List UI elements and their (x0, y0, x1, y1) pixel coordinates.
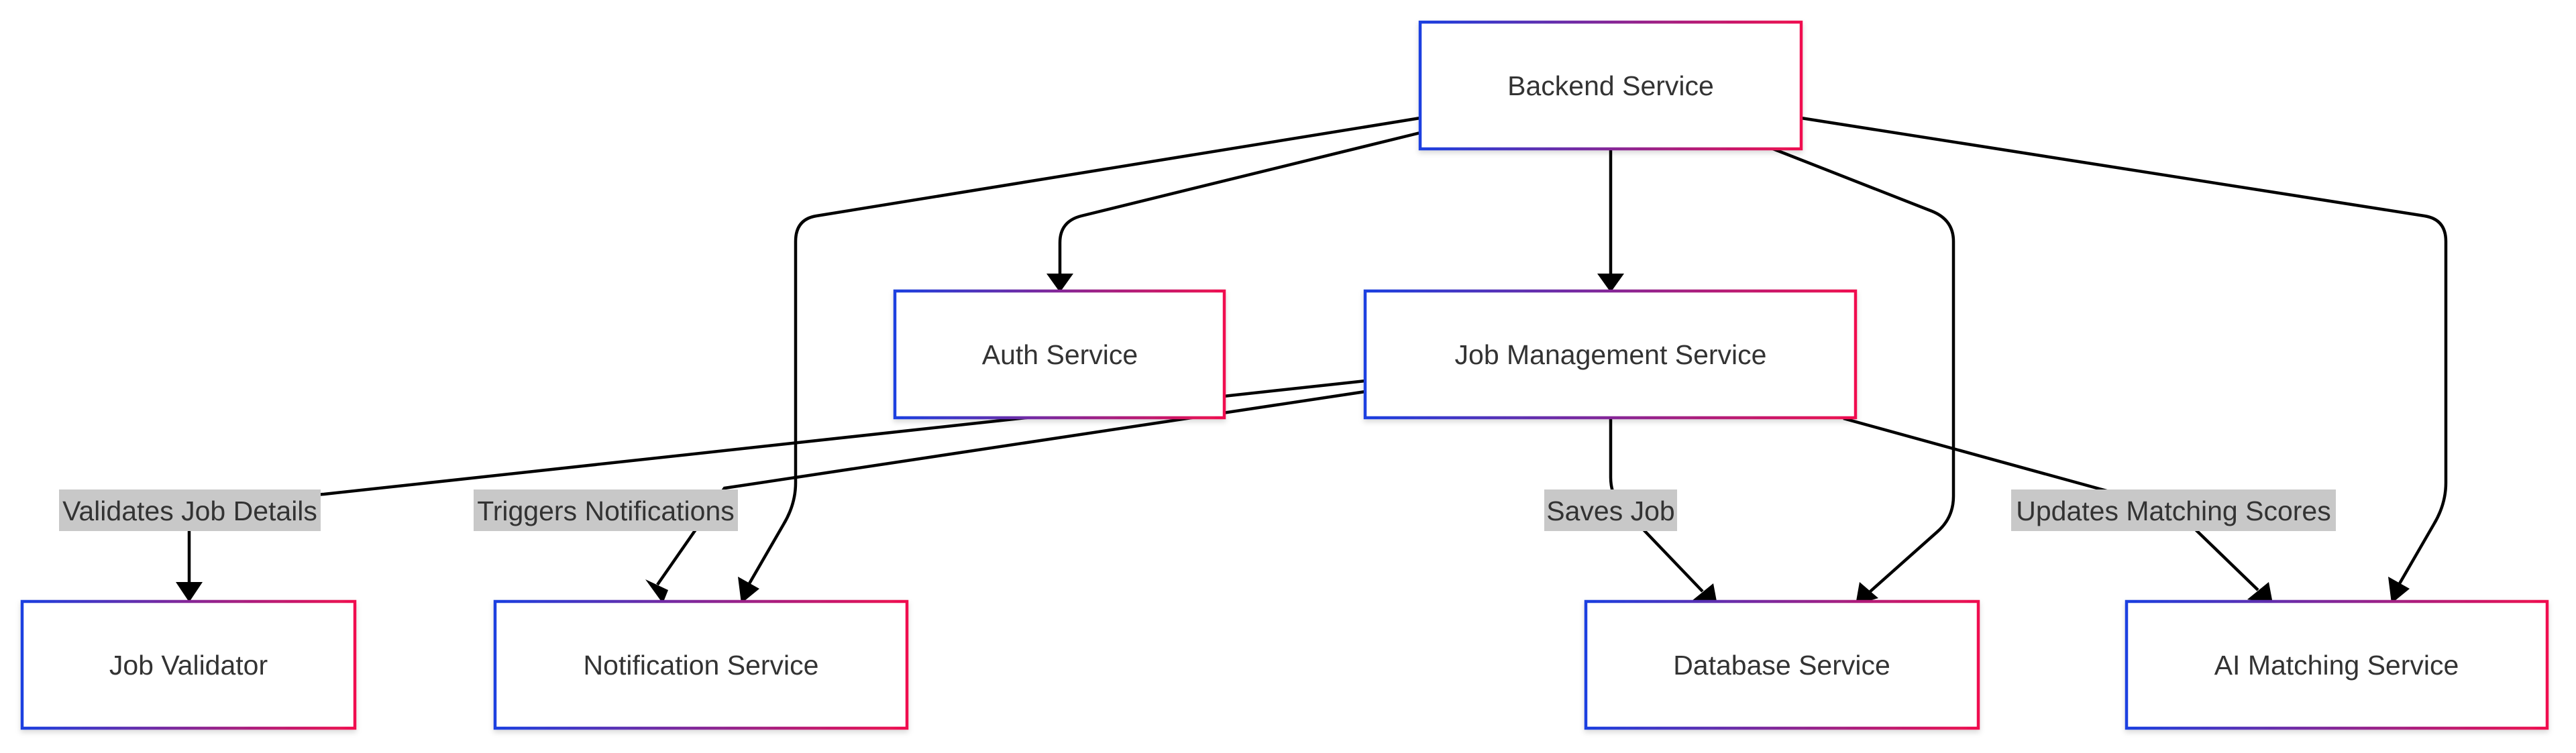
edge-label-saves: Saves Job (1544, 489, 1677, 531)
arrowhead-ai-b (2247, 582, 2273, 603)
node-notification-service[interactable]: Notification Service (493, 599, 909, 730)
node-ai-matching-service[interactable]: AI Matching Service (2125, 599, 2549, 730)
arrowhead-database-a (1856, 582, 1878, 605)
node-database-service[interactable]: Database Service (1584, 599, 1980, 730)
node-jobmgmt-label: Job Management Service (1455, 339, 1767, 370)
node-backend-service[interactable]: Backend Service (1418, 20, 1803, 151)
arrowhead-auth (1046, 274, 1073, 292)
node-job-management-service[interactable]: Job Management Service (1363, 289, 1858, 420)
edge-jobmgmt-to-notification (656, 390, 1366, 586)
arrowhead-validator (176, 582, 203, 602)
node-ai-label: AI Matching Service (2214, 650, 2459, 681)
node-auth-service[interactable]: Auth Service (893, 289, 1226, 420)
svg-text:Validates Job Details: Validates Job Details (62, 496, 317, 526)
arrowhead-notification-b (645, 579, 668, 603)
edge-backend-to-notification (747, 116, 1421, 586)
node-auth-label: Auth Service (982, 339, 1138, 370)
edge-backend-to-database (1772, 147, 1955, 593)
svg-text:Updates Matching Scores: Updates Matching Scores (2016, 496, 2330, 526)
node-backend-label: Backend Service (1507, 70, 1714, 101)
node-notification-label: Notification Service (584, 650, 819, 681)
svg-text:Triggers Notifications: Triggers Notifications (477, 496, 735, 526)
node-validator-label: Job Validator (109, 650, 268, 681)
edge-backend-to-auth (1058, 131, 1421, 280)
arrowhead-jobmgmt (1597, 274, 1624, 292)
node-database-label: Database Service (1673, 650, 1890, 681)
node-job-validator[interactable]: Job Validator (20, 599, 357, 730)
arrowhead-database-b (1692, 583, 1717, 605)
arrowhead-ai-a (2388, 577, 2410, 603)
arrowhead-notification-a (738, 577, 759, 603)
edge-backend-to-ai (1801, 116, 2448, 586)
edge-label-validates: Validates Job Details (59, 489, 321, 531)
svg-text:Saves Job: Saves Job (1546, 496, 1674, 526)
edge-label-updates: Updates Matching Scores (2011, 489, 2336, 531)
edge-label-triggers: Triggers Notifications (474, 489, 738, 531)
